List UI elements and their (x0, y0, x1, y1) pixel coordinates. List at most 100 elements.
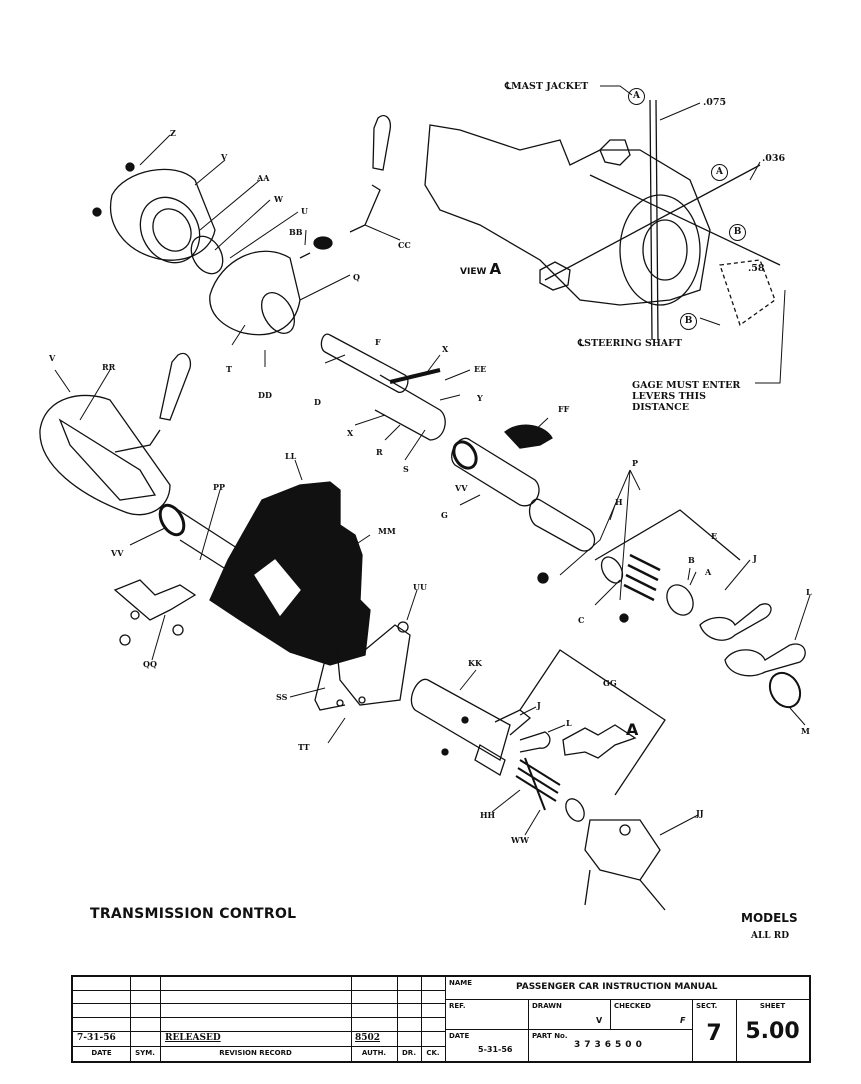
part-label-ff: FF (558, 404, 570, 414)
part-label-g: G (441, 510, 448, 520)
part-label-t: T (226, 364, 232, 374)
part-label-dd: DD (258, 390, 272, 400)
view-a-arrow (562, 724, 637, 759)
part-label-m: M (801, 726, 810, 736)
plate-ll-mm (209, 481, 371, 666)
sect-value: 7 (706, 1021, 722, 1046)
circle-b-marker: B (680, 313, 697, 330)
bowl-t (209, 250, 301, 336)
drawn-value: V (596, 1016, 603, 1025)
part-no-label: PART No. (532, 1032, 568, 1040)
part-label-r: R (376, 447, 383, 457)
part-label-l-lower: L (566, 718, 572, 728)
dim-58: .58 (748, 263, 765, 274)
title-block: 7-31-56 RELEASED 8502 DATE SYM. REVISION… (71, 975, 811, 1063)
date-label: DATE (449, 1032, 470, 1040)
part-label-j: J (753, 553, 757, 563)
part-label-tt: TT (298, 742, 310, 752)
part-label-pp: PP (213, 482, 226, 492)
part-label-ww: WW (511, 835, 529, 845)
gearbox-jj (584, 819, 666, 911)
header-auth: AUTH. (361, 1049, 387, 1057)
part-label-f: F (375, 337, 381, 347)
part-label-y: Y (477, 393, 483, 403)
header-ck: CK. (426, 1049, 440, 1057)
revision-grid: 7-31-56 RELEASED 8502 DATE SYM. REVISION… (73, 977, 446, 1061)
date-value: 5-31-56 (478, 1045, 513, 1054)
part-label-mm: MM (378, 526, 396, 536)
circle-a-marker: A (711, 164, 728, 181)
part-label-uu: UU (413, 582, 427, 592)
header-dr: DR. (402, 1049, 416, 1057)
plate-u (190, 235, 224, 275)
tube-g (451, 424, 553, 507)
nut-m (768, 671, 802, 709)
sect-label: SECT. (696, 1002, 718, 1010)
lower-housing-v (39, 352, 192, 516)
part-label-q: Q (353, 272, 360, 282)
bracket-qq (113, 579, 197, 646)
spring-ww (474, 744, 585, 822)
part-label-b: B (688, 555, 695, 565)
revision-record: RELEASED (165, 1033, 221, 1043)
part-label-w: W (274, 194, 283, 204)
part-label-x: X (442, 344, 449, 354)
part-label-l: L (806, 587, 812, 597)
circle-b-marker: B (729, 224, 746, 241)
screw-z (125, 162, 135, 172)
checked-label: CHECKED (614, 1002, 651, 1010)
lever-l-lower (519, 731, 551, 753)
part-label-vv-right: VV (455, 483, 468, 493)
part-label-qq: QQ (143, 659, 157, 669)
part-label-ss: SS (276, 692, 288, 702)
ref-label: REF. (449, 1002, 466, 1010)
part-label-jj: JJ (696, 808, 704, 818)
tube-kk (410, 678, 511, 761)
screw-left (92, 207, 102, 217)
upper-housing-v (110, 168, 216, 264)
gage-note: GAGE MUST ENTER LEVERS THIS DISTANCE (632, 380, 741, 413)
part-label-cc: CC (398, 240, 411, 250)
part-no-value: 3736500 (574, 1040, 646, 1050)
centerline-mast-jacket: ℄MAST JACKET (505, 81, 589, 92)
view-a-label: VIEW A (460, 260, 502, 278)
part-label-ll: LL (285, 451, 297, 461)
sheet-label: SHEET (759, 1002, 786, 1010)
revision-auth: 8502 (355, 1033, 381, 1043)
part-label-hh: HH (480, 810, 496, 820)
part-label-e: E (711, 531, 718, 541)
part-label-kk: KK (468, 658, 482, 668)
part-label-a: A (705, 567, 712, 577)
header-sym: SYM. (135, 1049, 155, 1057)
header-date: DATE (91, 1049, 112, 1057)
lever-l-right (724, 643, 806, 677)
dim-075: .075 (703, 97, 727, 108)
part-label-x-star: X (347, 428, 354, 438)
lever-j-right (699, 603, 772, 641)
checked-value: F (680, 1016, 686, 1025)
header-revision-record: REVISION RECORD (219, 1049, 292, 1057)
part-label-gg: GG (603, 678, 617, 688)
spring-assembly-e (528, 498, 694, 623)
models-label: MODELS (741, 911, 798, 925)
part-label-c: C (578, 615, 585, 625)
dim-036: .036 (762, 153, 786, 164)
bracket-ss-tt (314, 621, 411, 711)
drawn-label: DRAWN (532, 1002, 562, 1010)
drawing-title: TRANSMISSION CONTROL (90, 906, 297, 922)
shift-lever-upper (299, 115, 391, 259)
revision-date: 7-31-56 (77, 1033, 116, 1043)
part-label-aa: AA (257, 173, 270, 183)
part-label-rr: RR (102, 362, 116, 372)
part-label-vv-left: VV (111, 548, 124, 558)
view-a-detail (424, 99, 781, 341)
part-label-v-lower: V (49, 353, 56, 363)
tube-f (320, 333, 446, 441)
part-label-ee: EE (474, 364, 487, 374)
lever-j-lower (494, 709, 532, 736)
ring-vv-left (158, 503, 186, 537)
part-label-d: D (314, 397, 321, 407)
circle-a-marker: A (628, 88, 645, 105)
info-block: NAME PASSENGER CAR INSTRUCTION MANUAL RE… (446, 977, 809, 1061)
